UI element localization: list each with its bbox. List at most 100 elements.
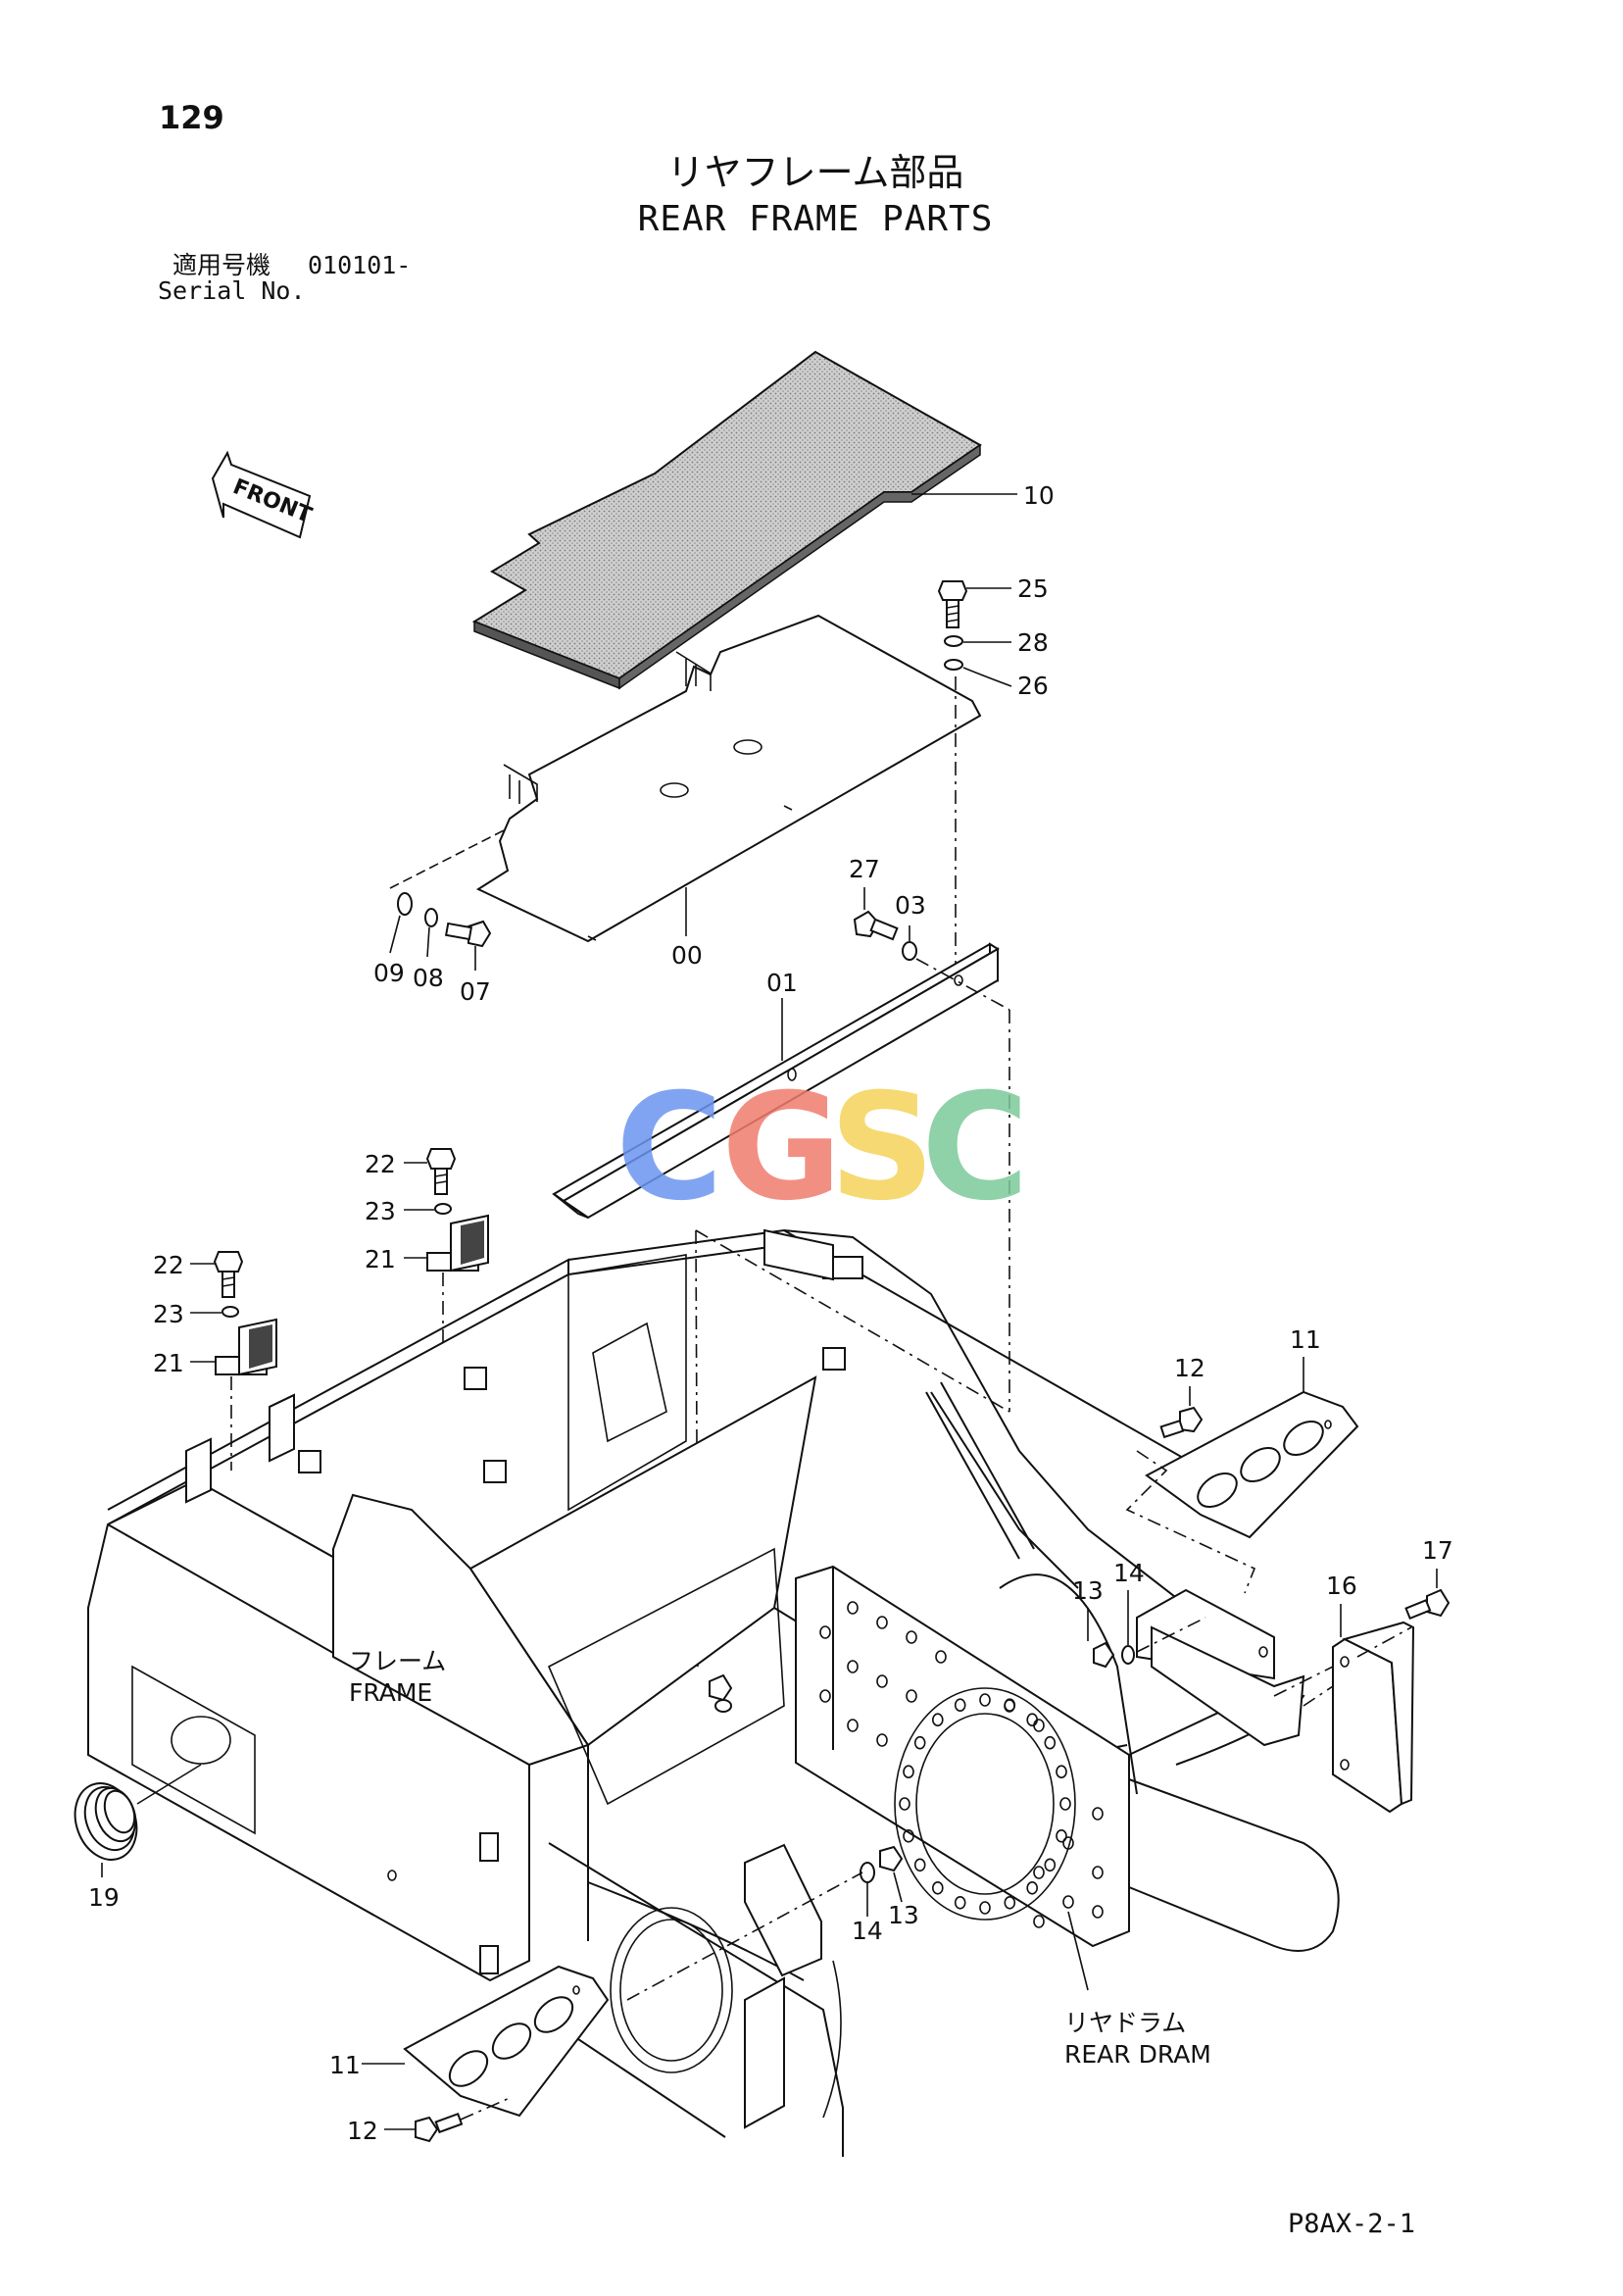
plate-bolt-hole — [906, 1630, 917, 1644]
callout-19: 19 — [88, 1883, 120, 1912]
plate-bolt-hole — [819, 1689, 831, 1703]
plate-bolt-hole — [847, 1601, 859, 1615]
washer-23-left-icon — [221, 1306, 239, 1318]
bracket-21-left-icon — [215, 1318, 277, 1376]
drum-bolt-hole — [903, 1829, 914, 1843]
watermark-letter-c1: C — [615, 1063, 723, 1233]
drum-bolt-hole — [931, 1713, 944, 1726]
callout-00: 00 — [671, 941, 703, 970]
drum-bolt-hole — [1059, 1797, 1071, 1811]
plate-bolt-hole — [1033, 1915, 1045, 1928]
callout-12-right: 12 — [1174, 1354, 1205, 1382]
drum-bolt-hole — [1044, 1735, 1057, 1750]
washer-14-right-icon — [1121, 1645, 1135, 1665]
callout-14-right: 14 — [1113, 1559, 1145, 1587]
washer-03-icon — [902, 941, 917, 961]
frame-bolt-icon — [709, 1673, 733, 1713]
floor-mat-part — [471, 350, 982, 690]
page-title-japanese: リヤフレーム部品 — [666, 151, 964, 194]
bolt-22-left-icon — [213, 1251, 244, 1298]
plate-bolt-hole — [876, 1733, 888, 1747]
plate-bolt-hole — [1062, 1836, 1074, 1850]
rear-drum-label-english: REAR DRAM — [1064, 2040, 1211, 2069]
cover-16-part — [1332, 1621, 1415, 1814]
cover-plate-part — [389, 614, 982, 943]
drum-bolt-hole — [903, 1765, 914, 1778]
callout-08: 08 — [413, 964, 444, 992]
bolt-12-right-icon — [1159, 1406, 1204, 1439]
callout-23-left: 23 — [153, 1300, 184, 1328]
frame-label-japanese: フレーム — [349, 1647, 446, 1675]
washer-23-upper-icon — [434, 1203, 452, 1215]
callout-17: 17 — [1422, 1536, 1453, 1565]
plate-11-right-icon — [1145, 1390, 1359, 1539]
washer-08-icon — [424, 908, 438, 927]
callout-16: 16 — [1326, 1572, 1357, 1600]
callout-12-left: 12 — [347, 2117, 378, 2145]
washer-09-icon — [397, 892, 413, 916]
rear-drum-label-japanese: リヤドラム — [1064, 2009, 1186, 2037]
grommet-19-icon — [74, 1782, 138, 1861]
callout-13-right: 13 — [1072, 1576, 1104, 1605]
callout-13-lower: 13 — [888, 1901, 919, 1929]
plate-bolt-hole — [847, 1660, 859, 1673]
mount-plate-lower — [744, 1843, 822, 1977]
callout-07: 07 — [460, 977, 491, 1006]
callout-28: 28 — [1017, 628, 1049, 657]
plate-bolt-hole — [1062, 1895, 1074, 1909]
rear-frame-body — [87, 1228, 1241, 2157]
drum-bolt-hole — [954, 1896, 966, 1910]
drum-bolt-hole — [899, 1797, 910, 1811]
callout-03: 03 — [895, 891, 926, 920]
callout-11-right: 11 — [1290, 1325, 1321, 1354]
plate-bolt-hole — [1033, 1866, 1045, 1879]
plate-bolt-hole — [1092, 1866, 1104, 1879]
document-code: P8AX-2-1 — [1288, 2209, 1416, 2239]
bolt-07-icon — [444, 920, 492, 948]
drum-bolt-hole — [1004, 1896, 1016, 1910]
bracket-21-upper-icon — [426, 1214, 489, 1273]
page-number: 129 — [159, 99, 224, 136]
drum-bolt-hole — [913, 1735, 926, 1750]
callout-23-upper: 23 — [365, 1197, 396, 1225]
callout-09: 09 — [373, 959, 405, 987]
callout-26: 26 — [1017, 672, 1049, 700]
watermark-letter-g: G — [721, 1063, 842, 1233]
rear-drum-plate — [795, 1565, 1340, 1952]
drum-bolt-hole — [913, 1858, 926, 1872]
callout-01: 01 — [766, 969, 798, 997]
frame-label-english: FRAME — [349, 1678, 432, 1707]
washer-28-icon — [944, 635, 963, 647]
bolt-17-icon — [1404, 1588, 1451, 1621]
nut-13-right-icon — [1093, 1641, 1115, 1669]
plate-bolt-hole — [819, 1625, 831, 1639]
drum-bolt-hole — [1026, 1881, 1038, 1895]
callout-10: 10 — [1023, 481, 1055, 510]
angle-bar-part — [552, 942, 1000, 1220]
plate-bolt-hole — [1004, 1699, 1015, 1713]
plate-bolt-hole — [847, 1719, 859, 1732]
callout-22-left: 22 — [153, 1251, 184, 1279]
plate-bolt-hole — [1092, 1807, 1104, 1821]
drum-bolt-hole — [1056, 1765, 1067, 1778]
watermark-letter-c2: C — [921, 1063, 1029, 1233]
callout-27: 27 — [849, 855, 880, 883]
washer-26-icon — [944, 659, 963, 671]
callout-11-left: 11 — [329, 2051, 361, 2079]
front-direction-arrow: FRONT — [211, 450, 315, 539]
callout-14-lower: 14 — [852, 1917, 883, 1945]
serial-label-english: Serial No. — [158, 276, 306, 305]
page-title-english: REAR FRAME PARTS — [637, 199, 994, 239]
washer-14-lower-icon — [860, 1862, 875, 1883]
drum-bolt-hole — [1056, 1829, 1067, 1843]
plate-bolt-hole — [1092, 1905, 1104, 1919]
plate-bolt-hole — [876, 1616, 888, 1629]
drum-bolt-hole — [979, 1693, 991, 1707]
serial-number-value: 010101- — [308, 251, 412, 279]
callout-21-upper: 21 — [365, 1245, 396, 1273]
bolt-27-icon — [853, 910, 899, 941]
mount-plate-right — [1136, 1588, 1305, 1747]
serial-label-japanese: 適用号機 — [172, 251, 271, 279]
drum-bolt-hole — [954, 1698, 966, 1712]
